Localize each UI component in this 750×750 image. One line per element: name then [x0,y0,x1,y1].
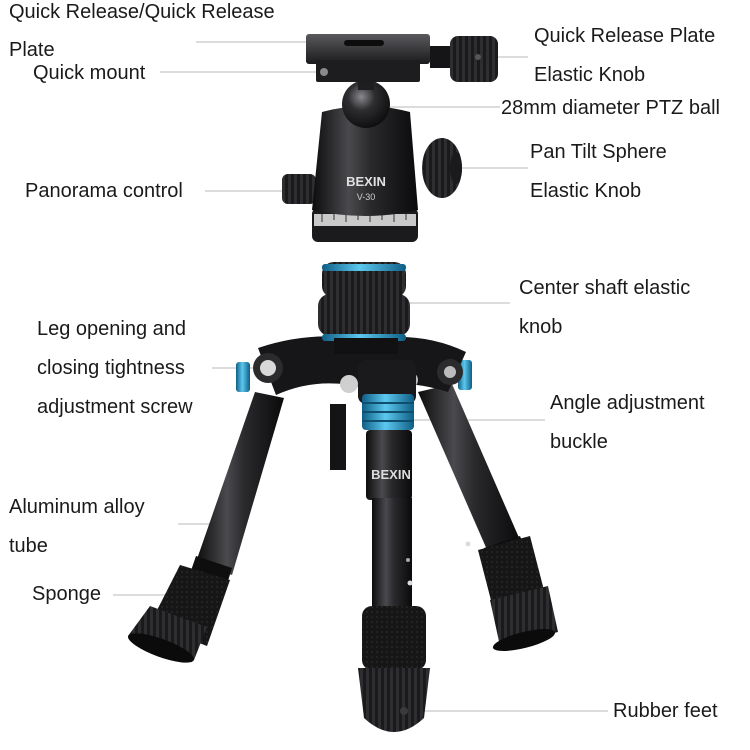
label-center-shaft-line1: Center shaft elastic [519,277,691,299]
ball-head [312,78,462,216]
plate-elastic-knob [450,36,498,82]
panorama-base [282,174,418,242]
label-angle-adjustment-line2: buckle [550,431,608,453]
hub-screw-left [340,375,358,393]
label-elastic-knob-top: Elastic Knob [534,64,646,86]
label-leg-opening-line3: adjustment screw [37,396,193,418]
label-quick-release-plate-left-line1: Quick Release/Quick Release [9,1,275,23]
label-quick-mount: Quick mount [33,62,146,84]
label-leg-opening-line2: closing tightness [37,357,185,379]
label-panorama-control: Panorama control [25,180,183,202]
head-model: V-30 [357,192,376,202]
label-aluminum-alloy-line1: Aluminum alloy [9,496,145,518]
right-leg [418,360,558,651]
left-leg-rubber-foot [128,606,207,660]
center-shaft-blue-ring-top [322,264,406,271]
label-leg-opening-line1: Leg opening and [37,318,187,340]
left-leg-blue-clip [236,362,250,392]
quick-release-plate [306,34,430,64]
label-center-shaft-line2: knob [519,316,563,338]
left-leg [127,362,284,663]
label-angle-adjustment-line1: Angle adjustment [550,392,705,414]
pan-tilt-sphere-knob [422,138,462,198]
label-ptz-ball: 28mm diameter PTZ ball [501,97,720,119]
label-elastic-knob-mid: Elastic Knob [530,180,642,202]
panorama-control-knob [282,174,316,204]
head-logo: BEXIN [346,174,386,189]
front-leg-sponge [362,606,426,670]
leg-tightness-screw-right [444,366,456,378]
quick-mount-clamp [316,60,420,82]
label-sponge: Sponge [32,583,101,605]
label-rubber-feet: Rubber feet [613,700,718,722]
front-leg [358,360,430,732]
label-pan-tilt-sphere: Pan Tilt Sphere [530,141,667,163]
label-quick-release-plate-left-line2: Plate [9,39,55,61]
panorama-scale [314,214,416,226]
leg-tightness-screw-left [260,360,276,376]
front-leg-rubber-foot [358,668,430,732]
column-logo: BEXIN [371,467,411,482]
center-column [318,262,410,470]
quick-release-assembly [306,34,498,82]
label-aluminum-alloy-line2: tube [9,535,48,557]
ptz-ball [342,80,390,128]
center-shaft-knob [318,294,410,336]
label-quick-release-plate-right: Quick Release Plate [534,25,716,47]
